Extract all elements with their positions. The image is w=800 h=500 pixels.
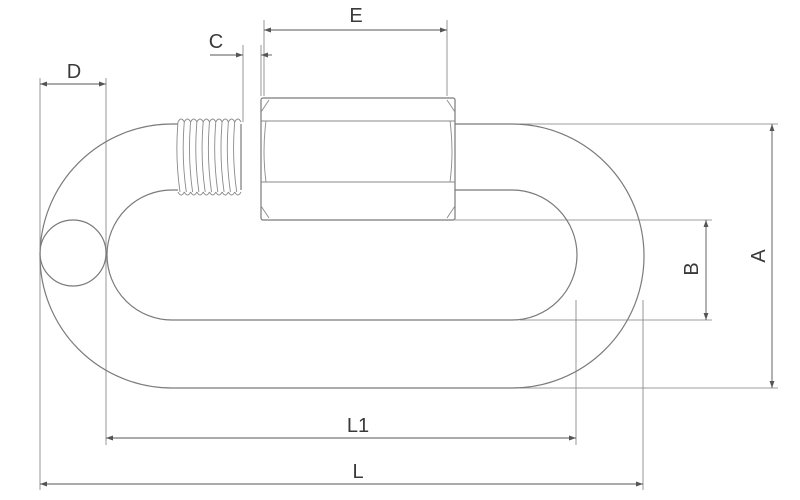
label-b: B (681, 262, 703, 275)
link-body (39, 123, 645, 389)
hex-nut (260, 97, 456, 221)
threaded-end (176, 118, 242, 196)
label-l1: L1 (347, 415, 369, 437)
nut-chamfer-left (260, 99, 270, 219)
label-a: A (748, 249, 770, 263)
dimension-labels: E D C A B L1 L (67, 5, 770, 483)
outer-left-arc (39, 123, 178, 389)
outer-top-right (455, 123, 645, 389)
nut-face-curves (263, 120, 453, 183)
thread-profile (176, 118, 242, 196)
wire-section-circle (39, 219, 107, 287)
nut-chamfer-right (446, 99, 456, 219)
extension-lines (39, 20, 778, 490)
label-e: E (349, 5, 362, 27)
label-c: C (209, 31, 223, 53)
nut-outline (260, 97, 456, 221)
dimension-lines (40, 27, 775, 487)
label-d: D (67, 61, 81, 83)
inner-left-arc (106, 189, 178, 321)
inner-top-right (455, 189, 578, 321)
label-l: L (352, 461, 363, 483)
